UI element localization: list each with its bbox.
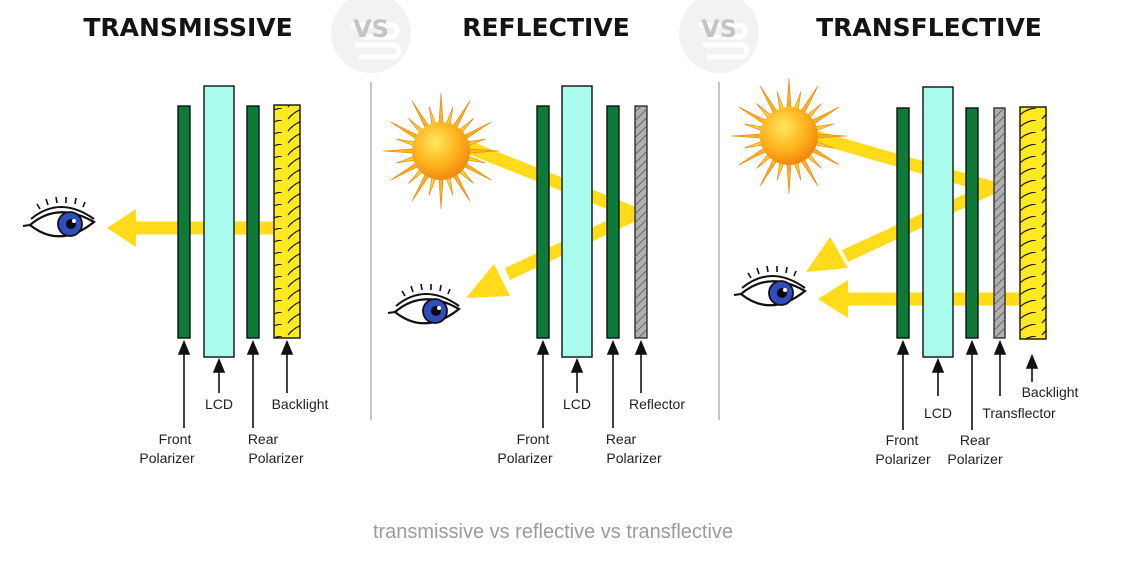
sun-ray — [744, 123, 763, 132]
eye-icon — [21, 195, 96, 238]
sun-ray — [776, 162, 785, 181]
rear-polarizer-layer — [606, 105, 620, 339]
transflective-pointers — [896, 339, 1039, 430]
vs-badge-2: VS — [679, 0, 759, 73]
rear-polarizer-label-line2: Polarizer — [947, 451, 1003, 467]
sun-disc — [412, 122, 470, 180]
rear-polarizer-label-line1: Rear — [248, 431, 279, 447]
front-polarizer-label-line2: Polarizer — [497, 450, 553, 466]
lcd-layer — [561, 85, 593, 358]
front-polarizer-layer — [896, 107, 910, 339]
front-polarizer-label-line1: Front — [159, 431, 192, 447]
sun-ray — [396, 138, 415, 147]
sun-ray — [445, 106, 454, 125]
sun-ray — [438, 92, 444, 124]
vs-label-2: VS — [701, 15, 737, 43]
front-polarizer-layer — [536, 105, 550, 339]
backlight-hatching — [1020, 107, 1046, 339]
reflective-title: REFLECTIVE — [462, 13, 630, 42]
front-polarizer-label-line2: Polarizer — [875, 451, 931, 467]
rear-polarizer-layer — [246, 105, 260, 339]
vs-label-1: VS — [353, 15, 389, 43]
vs-badge-1: VS — [331, 0, 411, 73]
sun-ray — [793, 162, 802, 181]
reflective-pointers — [536, 339, 648, 428]
lcd-label: LCD — [205, 396, 233, 412]
sun-ray — [438, 178, 444, 210]
sun-ray — [793, 91, 802, 110]
sun-ray — [445, 177, 454, 196]
backlight-label: Backlight — [272, 396, 329, 412]
eye-icon — [732, 264, 807, 307]
backlight-label: Backlight — [1022, 384, 1079, 400]
sun-ray — [776, 91, 785, 110]
sun-ray — [815, 123, 834, 132]
sun-ray — [744, 140, 763, 149]
sun-ray — [786, 77, 792, 109]
eye-icon — [386, 282, 461, 325]
sun-ray — [786, 163, 792, 195]
transflector-label: Transflector — [982, 405, 1056, 421]
caption: transmissive vs reflective vs transflect… — [373, 521, 733, 543]
transmissive-title: TRANSMISSIVE — [83, 13, 292, 42]
front-polarizer-layer — [177, 105, 191, 339]
rear-polarizer-label-line2: Polarizer — [606, 450, 662, 466]
front-polarizer-label-line1: Front — [886, 432, 919, 448]
sun-ray — [382, 148, 414, 154]
rear-polarizer-layer — [965, 107, 979, 339]
lcd-label: LCD — [924, 405, 952, 421]
backlight-hatching — [274, 105, 300, 338]
lcd-layer — [203, 85, 235, 358]
transmissive-panel: TRANSMISSIVE Front Polarizer LCD Rear Po… — [21, 13, 329, 466]
transflector-hatching — [994, 108, 1005, 338]
sun-ray — [396, 155, 415, 164]
sun-ray — [730, 133, 762, 139]
lcd-layer — [922, 86, 954, 358]
sun-icon — [730, 77, 848, 195]
reflector-label: Reflector — [629, 396, 685, 412]
reflective-panel: REFLECTIVE Front Polarizer LCD Rear Pola… — [382, 13, 685, 466]
transflective-title: TRANSFLECTIVE — [816, 13, 1042, 42]
rear-polarizer-label-line1: Rear — [606, 431, 637, 447]
sun-disc — [760, 107, 818, 165]
sun-ray — [428, 106, 437, 125]
rear-polarizer-label-line1: Rear — [960, 432, 991, 448]
sun-icon — [382, 92, 500, 210]
transflective-panel: TRANSFLECTIVE Front Polarizer LCD Rear — [730, 13, 1079, 467]
light-ray-transflective — [806, 131, 1020, 318]
front-polarizer-label-line1: Front — [517, 431, 550, 447]
sun-ray — [428, 177, 437, 196]
rear-polarizer-label-line2: Polarizer — [248, 450, 304, 466]
lcd-label: LCD — [563, 396, 591, 412]
front-polarizer-label-line2: Polarizer — [139, 450, 195, 466]
transmissive-pointers — [177, 339, 294, 428]
reflector-hatching — [635, 106, 647, 338]
